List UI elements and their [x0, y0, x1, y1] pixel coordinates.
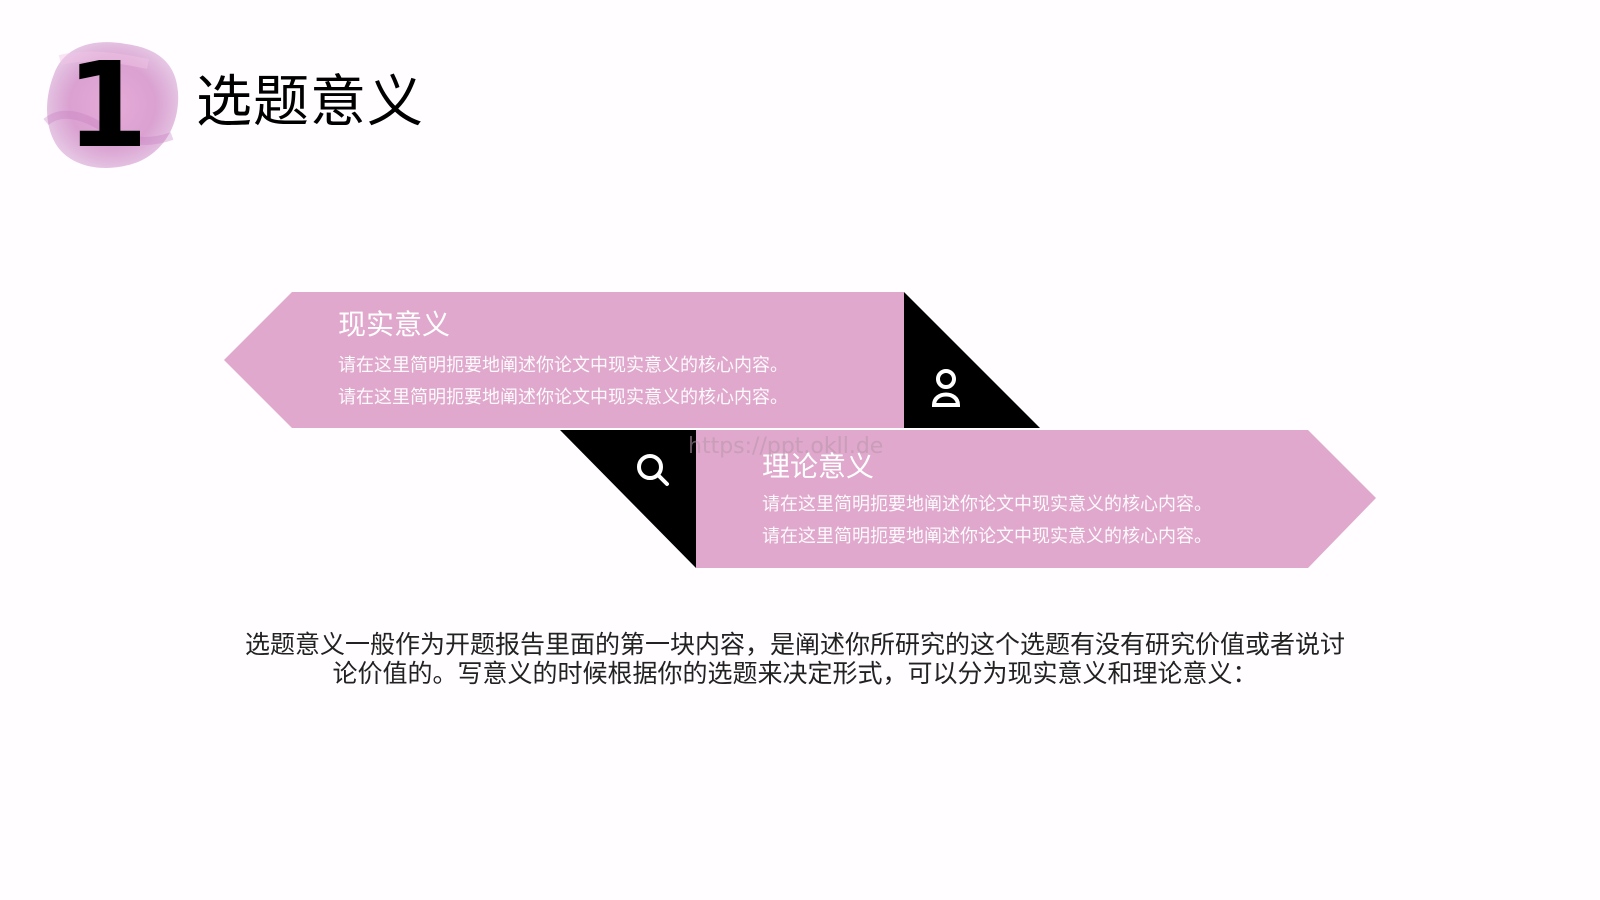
body-line-2: 论价值的。写意义的时候根据你的选题来决定形式，可以分为现实意义和理论意义： — [332, 659, 1258, 688]
card-title-practical: 现实意义 — [338, 308, 451, 341]
body-line-1: 选题意义一般作为开题报告里面的第一块内容，是阐述你所研究的这个选题有没有研究价值… — [244, 630, 1345, 659]
card-title-theoretical: 理论意义 — [762, 450, 875, 483]
search-icon — [637, 454, 669, 486]
watermark-text: https://ppt.okll.de — [688, 434, 884, 459]
card-tab-theoretical — [560, 430, 696, 568]
brush-stroke-badge — [43, 42, 179, 168]
card-line-theoretical-1: 请在这里简明扼要地阐述你论文中现实意义的核心内容。 — [762, 494, 1212, 515]
card-tab-practical — [904, 292, 1040, 428]
card-line-theoretical-2: 请在这里简明扼要地阐述你论文中现实意义的核心内容。 — [762, 526, 1212, 547]
page-title: 选题意义 — [196, 70, 424, 135]
card-shape-theoretical — [696, 430, 1376, 568]
person-icon — [931, 369, 961, 407]
card-line-practical-2: 请在这里简明扼要地阐述你论文中现实意义的核心内容。 — [338, 387, 788, 408]
card-shape-practical — [224, 292, 904, 428]
card-line-practical-1: 请在这里简明扼要地阐述你论文中现实意义的核心内容。 — [338, 355, 788, 376]
body-paragraph: 选题意义一般作为开题报告里面的第一块内容，是阐述你所研究的这个选题有没有研究价值… — [200, 630, 1390, 688]
